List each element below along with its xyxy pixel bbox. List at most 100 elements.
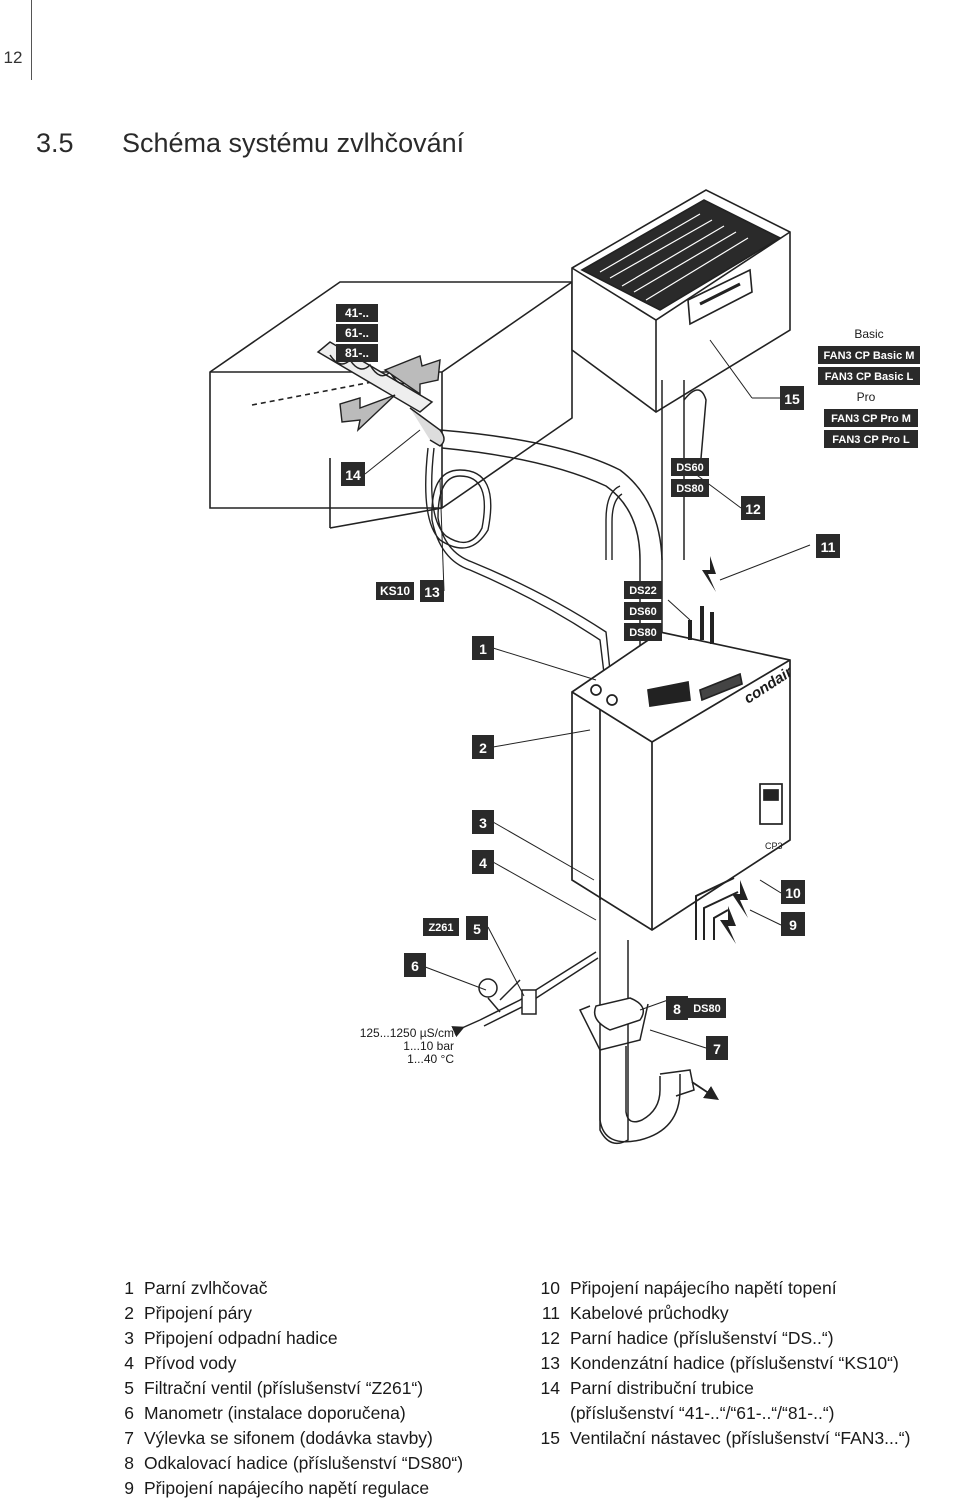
label-ds80-b: DS80 bbox=[671, 479, 709, 497]
svg-text:41-..: 41-.. bbox=[345, 306, 369, 320]
svg-text:DS60: DS60 bbox=[676, 462, 704, 474]
legend-text: (příslušenství “41-..“/“61-..“/“81-..“) bbox=[570, 1403, 835, 1423]
water-temperature: 1...40 °C bbox=[407, 1052, 454, 1066]
svg-text:DS80: DS80 bbox=[629, 627, 657, 639]
legend-number: 11 bbox=[541, 1303, 560, 1323]
label-81: 81-.. bbox=[336, 344, 378, 362]
legend-number: 1 bbox=[124, 1278, 134, 1298]
svg-text:61-..: 61-.. bbox=[345, 326, 369, 340]
cp3-mark: CP3 bbox=[765, 841, 783, 851]
label-14: 14 bbox=[341, 462, 365, 486]
label-11: 11 bbox=[816, 534, 840, 558]
fan-basic-heading: Basic bbox=[854, 327, 883, 341]
steam-hose bbox=[439, 429, 663, 690]
svg-text:DS22: DS22 bbox=[629, 585, 657, 597]
label-13: 13 bbox=[420, 580, 444, 602]
svg-text:9: 9 bbox=[789, 917, 797, 933]
svg-text:7: 7 bbox=[713, 1041, 721, 1057]
svg-text:6: 6 bbox=[411, 958, 419, 974]
legend-text: Výlevka se sifonem (dodávka stavby) bbox=[144, 1428, 433, 1448]
legend-number: 14 bbox=[540, 1378, 560, 1398]
label-ds60-a: DS60 bbox=[624, 602, 662, 620]
legend-number: 9 bbox=[124, 1478, 134, 1498]
label-15: 15 bbox=[780, 386, 804, 410]
svg-text:DS80: DS80 bbox=[693, 1003, 721, 1015]
legend-text: Přívod vody bbox=[144, 1353, 237, 1373]
water-pressure: 1...10 bar bbox=[403, 1039, 454, 1053]
legend-text: Připojení odpadní hadice bbox=[144, 1328, 338, 1348]
legend-text: Ventilační nástavec (příslušenství “FAN3… bbox=[570, 1428, 911, 1448]
legend-text: Připojení napájecího napětí regulace bbox=[144, 1478, 430, 1498]
svg-text:13: 13 bbox=[424, 584, 440, 600]
legend-text: Kondenzátní hadice (příslušenství “KS10“… bbox=[570, 1353, 899, 1373]
svg-text:DS60: DS60 bbox=[629, 606, 657, 618]
svg-text:8: 8 bbox=[673, 1001, 681, 1017]
svg-text:FAN3 CP Pro M: FAN3 CP Pro M bbox=[831, 413, 911, 425]
legend-number: 5 bbox=[124, 1378, 134, 1398]
label-5: 5 bbox=[466, 916, 488, 940]
label-41: 41-.. bbox=[336, 304, 378, 322]
legend-item: 4 Přívod vody bbox=[102, 1351, 463, 1376]
label-10: 10 bbox=[781, 880, 805, 904]
legend-text: Manometr (instalace doporučena) bbox=[144, 1403, 406, 1423]
legend-number: 3 bbox=[124, 1328, 134, 1348]
label-3: 3 bbox=[472, 810, 494, 834]
steam-humidifier bbox=[571, 606, 791, 932]
legend-item: 1 Parní zvlhčovač bbox=[102, 1276, 463, 1301]
label-61: 61-.. bbox=[336, 324, 378, 342]
legend-text: Parní hadice (příslušenství “DS..“) bbox=[570, 1328, 834, 1348]
legend-number: 13 bbox=[540, 1353, 560, 1373]
legend-item: 7 Výlevka se sifonem (dodávka stavby) bbox=[102, 1426, 463, 1451]
label-fan-basic-m: FAN3 CP Basic M bbox=[818, 346, 920, 364]
svg-text:14: 14 bbox=[345, 467, 361, 483]
water-conductivity: 125...1250 µS/cm bbox=[360, 1026, 454, 1040]
legend-text: Připojení páry bbox=[144, 1303, 252, 1323]
power-bolts bbox=[702, 556, 748, 944]
svg-text:FAN3 CP Basic M: FAN3 CP Basic M bbox=[824, 350, 915, 362]
legend-text: Filtrační ventil (příslušenství “Z261“) bbox=[144, 1378, 424, 1398]
legend-number: 7 bbox=[124, 1428, 134, 1448]
water-inlet-line bbox=[451, 1019, 481, 1038]
svg-text:Z261: Z261 bbox=[428, 922, 453, 934]
humidification-diagram: condair CP3 bbox=[209, 189, 920, 1145]
label-8: 8 bbox=[666, 996, 688, 1020]
label-fan-pro-m: FAN3 CP Pro M bbox=[824, 409, 918, 427]
water-inlet-arrow bbox=[499, 979, 521, 1001]
legend-text: Parní distribuční trubice bbox=[570, 1378, 754, 1398]
label-6: 6 bbox=[404, 953, 426, 977]
svg-text:DS80: DS80 bbox=[676, 483, 704, 495]
page-number: 12 bbox=[3, 48, 23, 67]
legend-number: 12 bbox=[540, 1328, 560, 1348]
legend-item: 3 Připojení odpadní hadice bbox=[102, 1326, 463, 1351]
svg-text:1: 1 bbox=[479, 641, 487, 657]
svg-text:FAN3 CP Basic L: FAN3 CP Basic L bbox=[825, 371, 914, 383]
legend-text: Připojení napájecího napětí topení bbox=[570, 1278, 837, 1298]
legend-number: 4 bbox=[124, 1353, 134, 1373]
legend-item: 14 Parní distribuční trubice bbox=[520, 1376, 910, 1401]
leader-lines bbox=[364, 339, 811, 1049]
legend-text: Kabelové průchodky bbox=[570, 1303, 729, 1323]
page-rule bbox=[31, 0, 32, 80]
legend-item: 9 Připojení napájecího napětí regulace bbox=[102, 1476, 463, 1501]
label-2: 2 bbox=[472, 735, 494, 759]
legend-number: 8 bbox=[124, 1453, 134, 1473]
label-z261: Z261 bbox=[423, 918, 459, 936]
section-title-text: Schéma systému zvlhčování bbox=[122, 128, 465, 158]
label-ds60-b: DS60 bbox=[671, 458, 709, 476]
air-duct bbox=[209, 281, 573, 529]
legend-text: Parní zvlhčovač bbox=[144, 1278, 268, 1298]
svg-text:5: 5 bbox=[473, 921, 481, 937]
label-fan-pro-l: FAN3 CP Pro L bbox=[824, 430, 918, 448]
svg-text:FAN3 CP Pro L: FAN3 CP Pro L bbox=[832, 434, 910, 446]
label-ks10: KS10 bbox=[376, 582, 414, 600]
label-7: 7 bbox=[706, 1036, 728, 1060]
drain-arrow bbox=[691, 1081, 719, 1100]
legend-text: Odkalovací hadice (příslušenství “DS80“) bbox=[144, 1453, 464, 1473]
svg-text:2: 2 bbox=[479, 740, 487, 756]
svg-text:3: 3 bbox=[479, 815, 487, 831]
